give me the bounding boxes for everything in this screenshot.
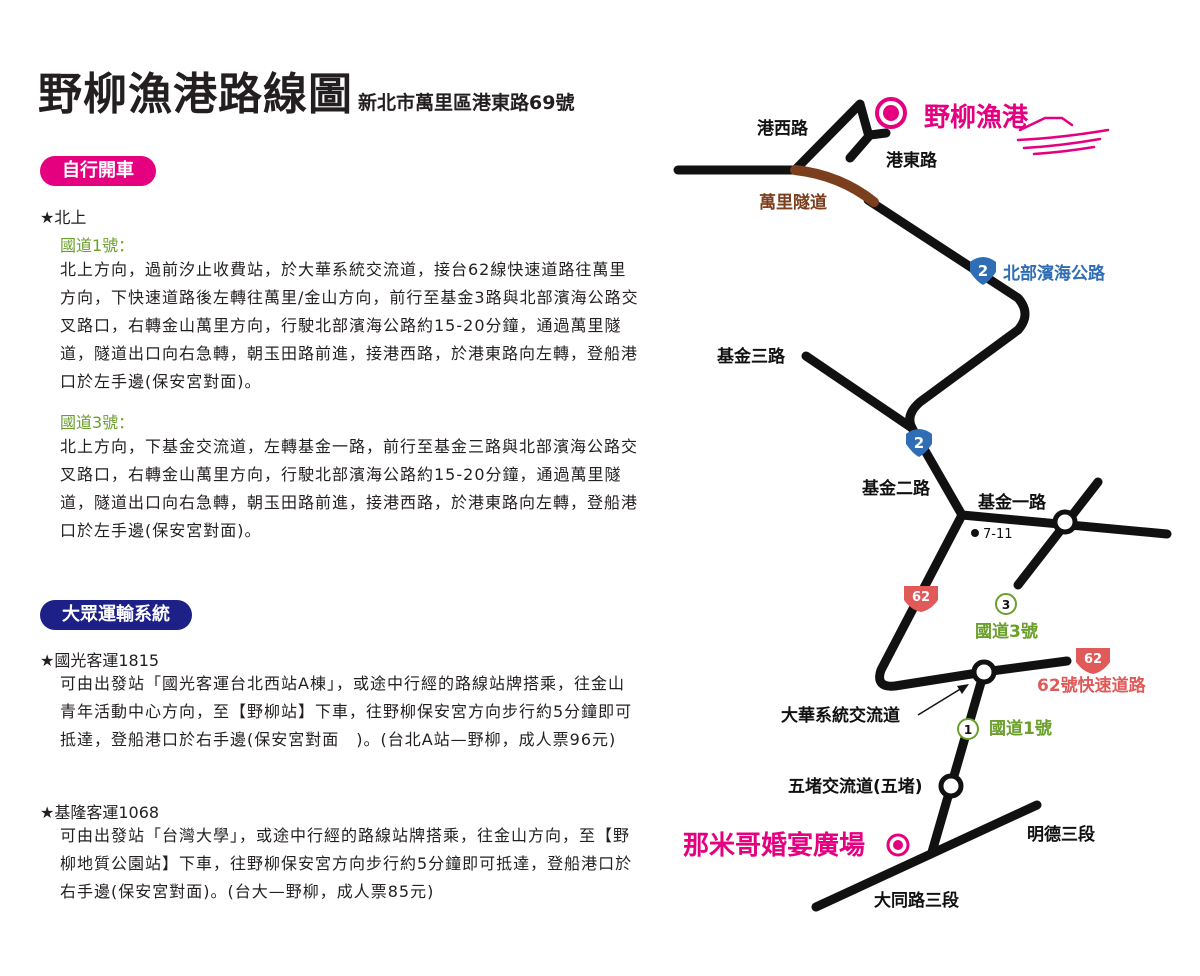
label-coastal: 北部濱海公路 <box>1003 263 1106 284</box>
road-jijin3 <box>801 351 917 433</box>
address: 新北市萬里區港東路69號 <box>358 92 575 114</box>
route-fwy1-text: 北上方向，過前汐止收費站，於大華系統交流道，接台62線快速道路往萬里方向，下快速… <box>60 260 639 391</box>
dahua-arrow-head <box>957 684 969 694</box>
label-exp62: 62號快速道路 <box>1037 675 1147 696</box>
label-fwy3: 國道3號 <box>975 621 1038 642</box>
shield-exp62-mid <box>904 586 938 612</box>
origin-label: 那米哥婚宴廣場 <box>683 830 865 861</box>
route-map: 2 2 62 62 3 1 野柳漁港 港西路 港東路 萬里隧道 北部濱海公路 基… <box>673 97 1172 912</box>
road-fwy1 <box>927 667 989 857</box>
dahua-arrow <box>917 687 963 716</box>
route-fwy3-text: 北上方向，下基金交流道，左轉基金一路，前行至基金三路與北部濱海公路交叉路口，右轉… <box>60 437 639 540</box>
shield-coastal-top-label: 2 <box>978 262 988 280</box>
shield-exp62-right <box>1076 648 1110 674</box>
label-jijin1: 基金一路 <box>977 492 1047 513</box>
label-datong: 大同路三段 <box>874 890 959 911</box>
destination-label: 野柳漁港 <box>924 103 1029 133</box>
label-jijin2: 基金二路 <box>861 478 931 499</box>
label-tunnel: 萬里隧道 <box>759 192 827 213</box>
section-label-driving: 自行開車 <box>40 156 156 186</box>
label-fwy1: 國道1號 <box>989 718 1052 739</box>
route-fwy3-heading: 國道3號： <box>60 413 135 432</box>
shield-exp62-right-label: 62 <box>1084 652 1102 667</box>
tunnel-segment <box>790 165 879 207</box>
road-jijin2 <box>875 423 989 691</box>
shield-coastal-top <box>970 257 996 285</box>
junction-wudu <box>938 773 964 799</box>
label-wudu: 五堵交流道(五堵) <box>788 776 923 797</box>
junction-dahua <box>971 659 997 685</box>
label-mingde: 明德三段 <box>1027 824 1095 845</box>
shield-fwy1-label: 1 <box>964 723 972 737</box>
north-heading: ★北上 <box>40 208 87 227</box>
section-label-transit: 大眾運輸系統 <box>40 600 192 630</box>
road-coastal <box>863 195 1030 433</box>
junction-jijin1 <box>1052 509 1078 535</box>
bus-1068-heading: ★基隆客運1068 <box>40 803 160 822</box>
label-seven-eleven: 7-11 <box>983 527 1013 542</box>
boat-icon <box>1016 116 1110 156</box>
road-fwy3 <box>1013 477 1103 590</box>
origin-marker-inner <box>893 840 903 850</box>
shield-coastal-mid <box>906 429 932 457</box>
bus-1068-text: 可由出發站「台灣大學」，或途中行經的路線站牌搭乘，往金山方向，至【野柳地質公園站… <box>60 826 633 901</box>
shield-exp62-mid-label: 62 <box>912 590 930 605</box>
shield-fwy1 <box>957 718 979 740</box>
destination-marker-inner <box>883 105 899 121</box>
road-exp62-east <box>979 656 1072 677</box>
shield-coastal-mid-label: 2 <box>914 434 924 452</box>
road-gangdong <box>845 128 891 163</box>
page-title: 野柳漁港路線圖 <box>38 69 353 120</box>
bus-1815-heading: ★國光客運1815 <box>40 651 160 670</box>
label-gangxi: 港西路 <box>757 118 809 139</box>
route-fwy1-heading: 國道1號： <box>60 236 135 255</box>
shield-fwy3-label: 3 <box>1002 598 1010 612</box>
seven-eleven-dot <box>971 529 979 537</box>
label-dahua: 大華系統交流道 <box>781 705 900 726</box>
label-jijin3: 基金三路 <box>716 346 786 367</box>
shield-fwy3 <box>995 593 1017 615</box>
label-gangdong: 港東路 <box>886 150 938 171</box>
bus-1815-text: 可由出發站「國光客運台北西站A棟」，或途中行經的路線站牌搭乘，往金山青年活動中心… <box>60 674 633 749</box>
road-mingde-datong <box>811 800 1042 912</box>
road-gangxi <box>790 99 873 175</box>
